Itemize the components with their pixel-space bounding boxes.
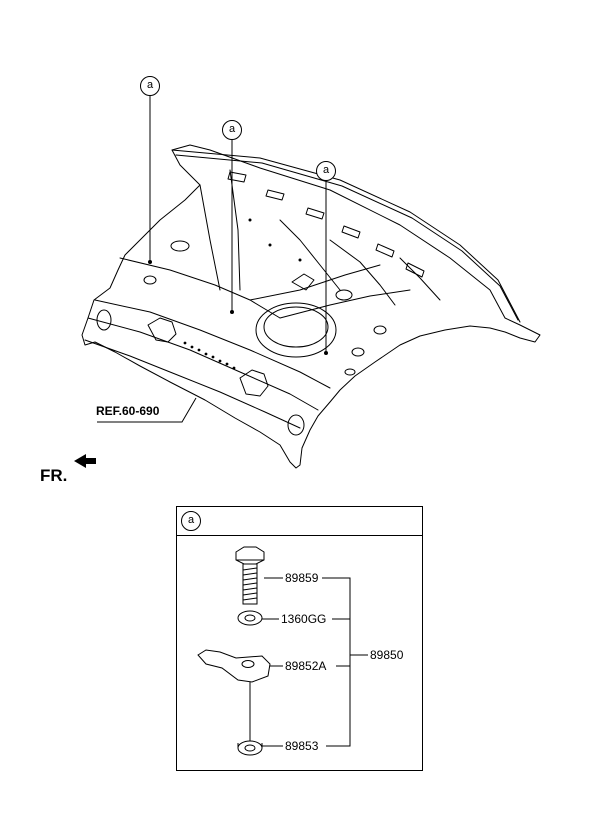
callout-a-1[interactable]: a (140, 76, 160, 96)
callout-a-2[interactable]: a (222, 120, 242, 140)
fr-arrow-icon (74, 454, 96, 468)
part-label-nut[interactable]: 89853 (285, 739, 319, 753)
washer-drawing (237, 610, 263, 626)
floor-panel-outline (81, 144, 541, 469)
bracket-drawing (197, 649, 271, 683)
ref-label[interactable]: REF.60-690 (96, 404, 160, 418)
detail-header: a (177, 507, 422, 536)
part-label-washer[interactable]: 1360GG (281, 612, 327, 626)
detail-box: a (176, 506, 423, 771)
part-label-bracket[interactable]: 89852A (285, 659, 327, 673)
part-label-bolt[interactable]: 89859 (285, 571, 319, 585)
fr-label: FR. (40, 466, 68, 485)
callout-a-3[interactable]: a (316, 161, 336, 181)
part-label-assembly[interactable]: 89850 (370, 648, 404, 662)
bolt-drawing (235, 546, 265, 605)
ref-leader (97, 397, 197, 423)
detail-callout-a: a (181, 511, 201, 531)
